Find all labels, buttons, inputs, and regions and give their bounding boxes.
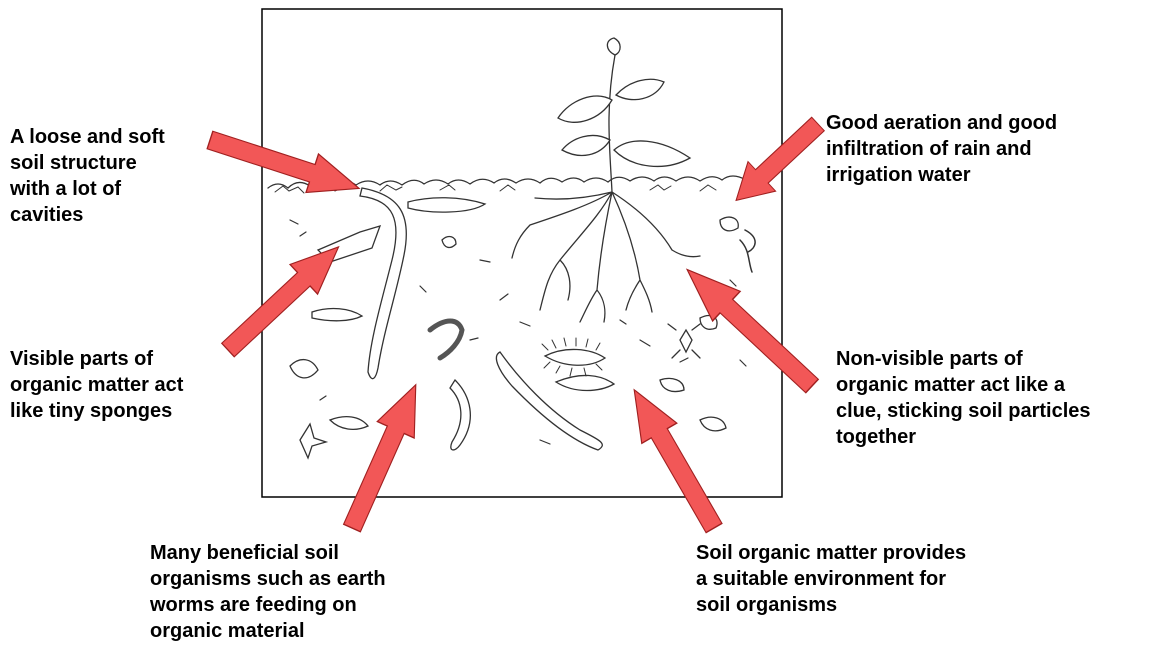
- label-organisms-feeding: Many beneficial soil organisms such as e…: [150, 540, 386, 644]
- organic-fragment: [720, 217, 738, 231]
- label-loose-soil: A loose and soft soil structure with a l…: [10, 124, 165, 228]
- label-non-visible-parts: Non-visible parts of organic matter act …: [836, 346, 1091, 450]
- label-suitable-environment: Soil organic matter provides a suitable …: [696, 540, 966, 618]
- label-visible-parts: Visible parts of organic matter act like…: [10, 346, 183, 424]
- label-aeration: Good aeration and good infiltration of r…: [826, 110, 1057, 188]
